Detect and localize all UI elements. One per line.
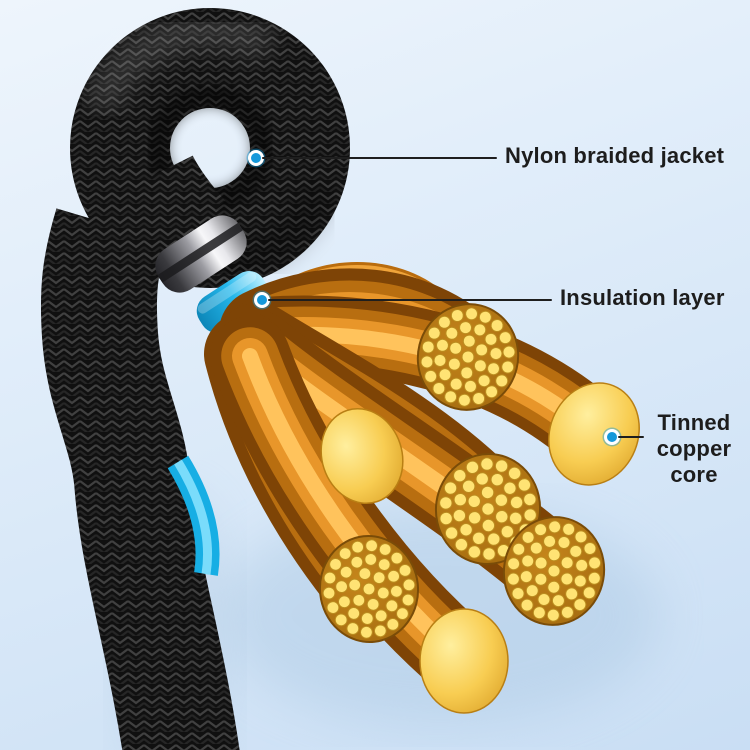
tinned-core-callout-line: [618, 436, 644, 438]
copper-core-face: [548, 382, 640, 486]
nylon-jacket-label: Nylon braided jacket: [505, 143, 725, 168]
tinned-core-label-line1: Tinned: [657, 410, 731, 435]
braided-cable-body: [40, 208, 240, 750]
copper-core-cross-section: [434, 453, 542, 565]
insulation-callout-line: [268, 299, 552, 301]
copper-core-cross-section: [502, 516, 606, 626]
tinned-core-label-line3: core: [670, 462, 718, 487]
tinned-core-label: Tinned copper core: [646, 410, 742, 488]
insulation-crescent: [167, 455, 220, 576]
metal-collar: [155, 215, 247, 293]
nylon-jacket-callout-line: [262, 157, 497, 159]
copper-core-cross-section: [416, 303, 520, 411]
copper-core-face: [419, 608, 509, 714]
insulation-label: Insulation layer: [560, 285, 725, 310]
copper-core-cross-section: [318, 535, 420, 643]
copper-core-face: [320, 407, 404, 505]
loop-highlight: [83, 13, 278, 115]
tinned-core-label-line2: copper: [656, 436, 732, 461]
braid-stub: [103, 154, 226, 268]
strand-face-group: [318, 303, 640, 714]
